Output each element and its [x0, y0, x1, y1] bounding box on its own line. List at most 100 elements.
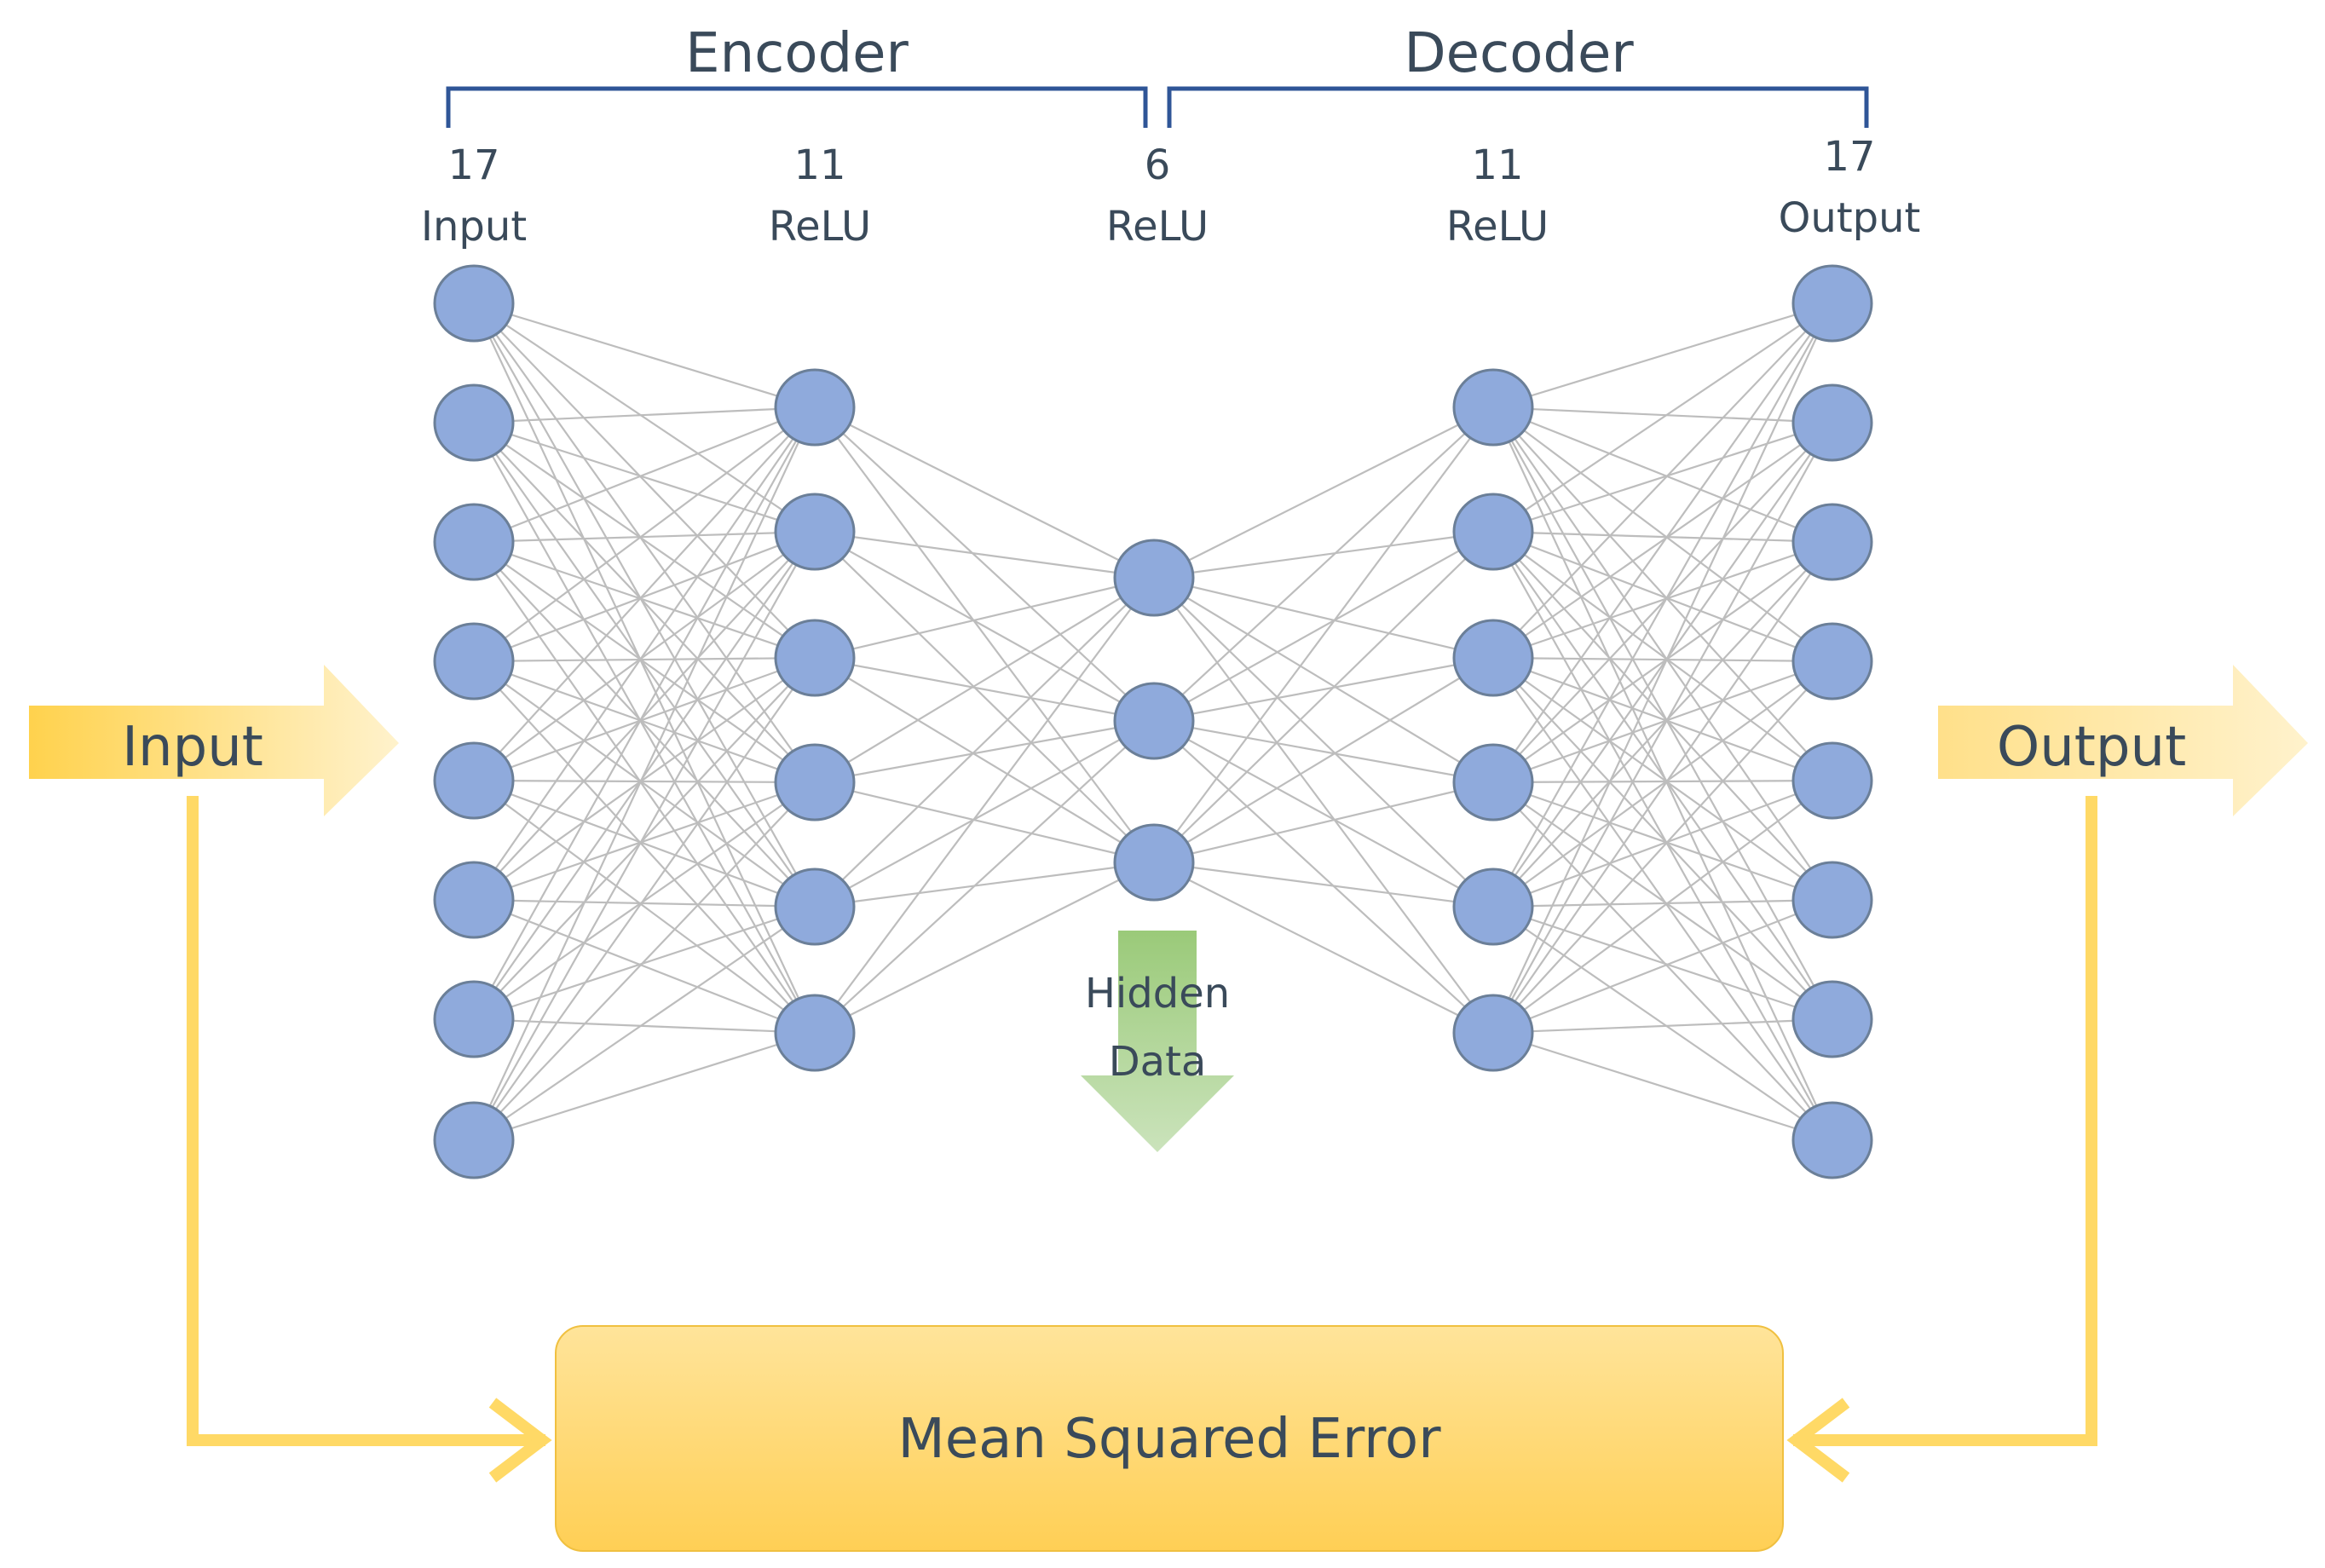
connection-l1-n2-to-l2-n4	[473, 422, 816, 783]
layer-1-size: 17	[447, 141, 499, 189]
connection-l2-n3-to-l3-n1	[814, 576, 1155, 660]
connection-l2-n1-to-l3-n2	[814, 406, 1155, 722]
connection-l2-n4-to-l3-n1	[814, 577, 1155, 783]
neuron-layer1-5	[433, 741, 515, 820]
connection-l1-n2-to-l2-n6	[473, 422, 816, 1034]
connection-l2-n2-to-l3-n1	[814, 530, 1155, 579]
connection-l4-n4-to-l5-n7	[1492, 781, 1833, 1020]
neuron-layer5-1	[1791, 264, 1873, 343]
connection-l1-n1-to-l2-n2	[473, 303, 816, 533]
connection-l1-n6-to-l2-n5	[473, 898, 816, 908]
connection-l2-n3-to-l3-n2	[814, 656, 1155, 723]
connection-l4-n1-to-l5-n6	[1492, 406, 1833, 901]
connection-l3-n2-to-l4-n2	[1153, 531, 1494, 722]
neuron-layer2-2	[774, 493, 856, 571]
layer-3-size: 6	[1145, 141, 1171, 189]
connection-l2-n1-to-l3-n3	[814, 406, 1155, 863]
connection-l1-n3-to-l2-n6	[473, 541, 816, 1034]
neuron-layer4-5	[1452, 868, 1534, 946]
neuron-layer4-6	[1452, 994, 1534, 1072]
connection-l1-n7-to-l2-n6	[473, 1017, 816, 1035]
connection-l4-n5-to-l5-n7	[1492, 905, 1833, 1021]
connection-l3-n3-to-l4-n3	[1153, 657, 1494, 863]
connection-l4-n3-to-l5-n1	[1492, 303, 1833, 659]
connection-l4-n4-to-l5-n1	[1492, 303, 1833, 783]
connection-l4-n6-to-l5-n2	[1492, 422, 1833, 1034]
hidden-data-label-line1: Hidden	[1085, 970, 1230, 1017]
neuron-layer1-3	[433, 503, 515, 581]
connection-l1-n5-to-l2-n3	[473, 656, 816, 782]
connection-l4-n3-to-l5-n7	[1492, 657, 1833, 1020]
layer-2-size: 11	[793, 141, 845, 189]
connection-l4-n2-to-l5-n8	[1492, 531, 1833, 1141]
connection-l3-n3-to-l4-n6	[1153, 862, 1494, 1034]
neuron-layer5-5	[1791, 741, 1873, 820]
output-to-loss-line	[1793, 796, 2097, 1446]
connection-l1-n8-to-l2-n6	[473, 1031, 816, 1142]
layer-4-activation: ReLU	[1446, 203, 1549, 251]
input-to-loss-line	[187, 796, 545, 1446]
mse-box	[555, 1325, 1784, 1552]
connection-l1-n2-to-l2-n2	[473, 421, 816, 533]
encoder-label: Encoder	[685, 22, 909, 85]
neuron-layer4-3	[1452, 619, 1534, 697]
connection-l1-n8-to-l2-n2	[473, 531, 816, 1141]
connection-l1-n5-to-l2-n5	[473, 779, 816, 908]
connection-l3-n1-to-l4-n3	[1153, 576, 1494, 660]
connection-l1-n4-to-l2-n2	[473, 530, 816, 663]
connection-l1-n6-to-l2-n6	[473, 898, 816, 1035]
connection-l3-n1-to-l4-n2	[1153, 530, 1494, 579]
connection-l1-n5-to-l2-n2	[473, 531, 816, 781]
connection-l1-n7-to-l2-n1	[473, 406, 816, 1020]
connection-l1-n6-to-l2-n2	[473, 531, 816, 901]
connection-l4-n6-to-l5-n3	[1492, 541, 1833, 1034]
layer-4-size: 11	[1471, 141, 1523, 189]
neuron-layer1-2	[433, 383, 515, 462]
connection-l1-n7-to-l2-n5	[473, 905, 816, 1021]
connection-l3-n3-to-l4-n2	[1153, 531, 1494, 863]
layer-2-activation: ReLU	[769, 203, 871, 251]
connection-l4-n6-to-l5-n6	[1492, 898, 1833, 1035]
connection-l1-n5-to-l2-n6	[473, 780, 816, 1034]
neuron-layer1-1	[433, 264, 515, 343]
connection-l3-n2-to-l4-n5	[1153, 720, 1494, 908]
connection-l1-n3-to-l2-n1	[473, 406, 816, 544]
output-arrow-label: Output	[1997, 716, 2186, 779]
neuron-layer2-1	[774, 368, 856, 447]
neuron-layer5-4	[1791, 622, 1873, 700]
neuron-layer5-6	[1791, 861, 1873, 939]
connection-l2-n5-to-l3-n3	[814, 861, 1155, 908]
connection-l4-n4-to-l5-n8	[1492, 781, 1833, 1141]
connection-l3-n2-to-l4-n1	[1153, 406, 1494, 722]
connection-l4-n1-to-l5-n1	[1492, 302, 1833, 409]
connection-l4-n6-to-l5-n1	[1492, 303, 1833, 1034]
connection-l4-n2-to-l5-n2	[1492, 421, 1833, 533]
connection-l1-n4-to-l2-n1	[473, 406, 816, 662]
neuron-layer4-2	[1452, 493, 1534, 571]
connection-l4-n3-to-l5-n6	[1492, 657, 1833, 901]
input-arrow	[29, 665, 399, 816]
connection-l4-n3-to-l5-n8	[1492, 657, 1833, 1141]
network-nodes	[433, 264, 1873, 1179]
connection-l3-n1-to-l4-n5	[1153, 577, 1494, 908]
connection-l1-n1-to-l2-n4	[473, 303, 816, 783]
encoder-bracket	[446, 86, 1148, 128]
connection-l1-n1-to-l2-n5	[473, 303, 816, 908]
neuron-layer1-4	[433, 622, 515, 700]
connection-l4-n5-to-l5-n1	[1492, 303, 1833, 908]
connection-l2-n2-to-l3-n3	[814, 531, 1155, 863]
connection-l3-n2-to-l4-n3	[1153, 656, 1494, 723]
input-to-loss-arrowhead	[488, 1398, 552, 1483]
neuron-layer5-8	[1791, 1101, 1873, 1179]
hidden-data-label-line2: Data	[1109, 1038, 1207, 1086]
connection-l2-n6-to-l3-n2	[814, 720, 1155, 1034]
connection-l1-n3-to-l2-n3	[473, 540, 816, 660]
connection-l1-n4-to-l2-n5	[473, 660, 816, 908]
connection-l3-n1-to-l4-n1	[1153, 406, 1494, 579]
connection-l2-n4-to-l3-n2	[814, 719, 1155, 784]
connection-l4-n4-to-l5-n4	[1492, 660, 1833, 784]
layer-1-activation: Input	[421, 203, 527, 251]
connection-l4-n4-to-l5-n5	[1492, 779, 1833, 784]
connection-l4-n1-to-l5-n4	[1492, 406, 1833, 662]
network-connections	[473, 302, 1833, 1142]
